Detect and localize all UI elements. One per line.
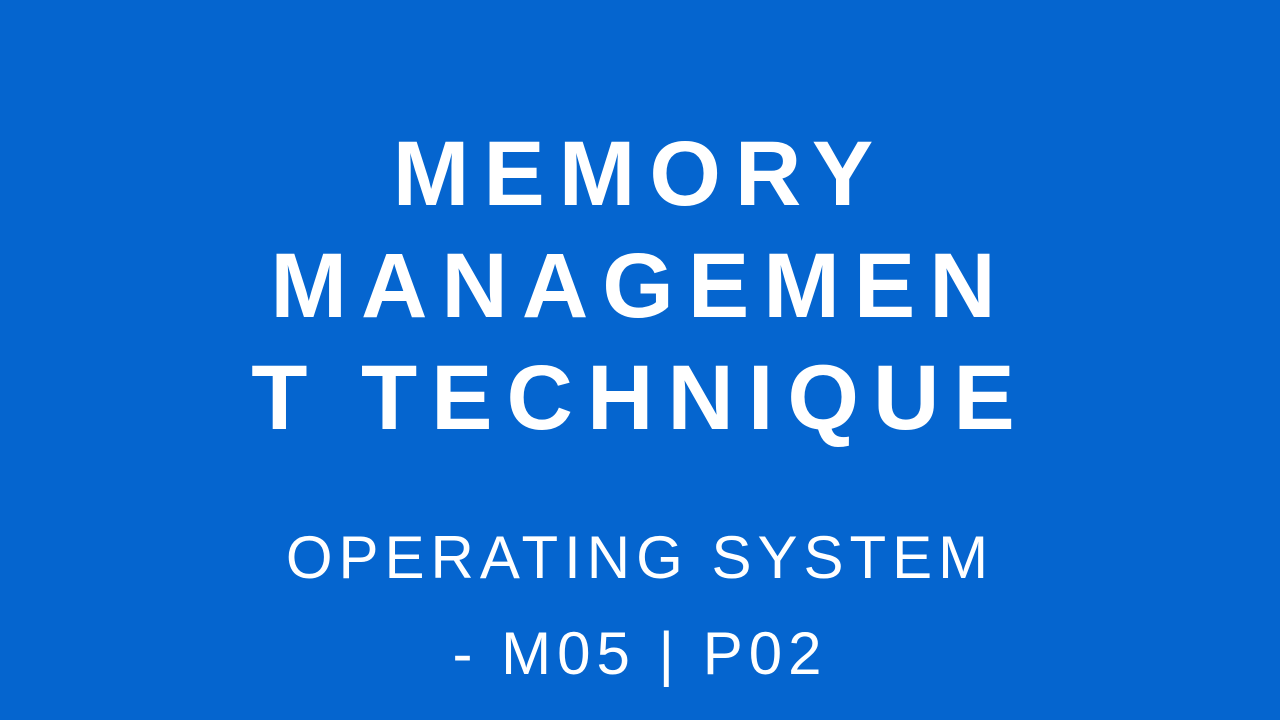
subtitle-line-1: OPERATING SYSTEM bbox=[285, 524, 995, 591]
title-line-2: MANAGEMEN bbox=[270, 235, 1010, 337]
title-line-3: T TECHNIQUE bbox=[251, 347, 1029, 449]
subtitle-line-2: - M05 | P02 bbox=[452, 620, 828, 687]
slide-title: MEMORY MANAGEMEN T TECHNIQUE bbox=[0, 118, 1280, 454]
title-line-1: MEMORY bbox=[392, 123, 888, 225]
slide-subtitle: OPERATING SYSTEM - M05 | P02 bbox=[0, 510, 1280, 702]
